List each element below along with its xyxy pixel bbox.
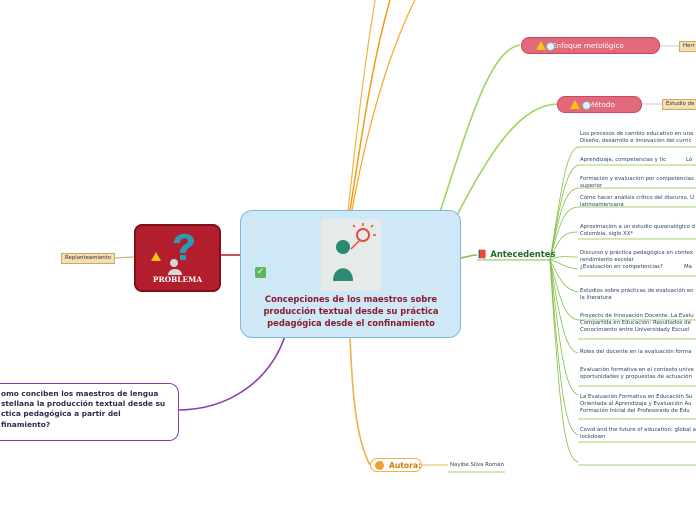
antecedente-5[interactable]: Aproximación a un estudio queanalógico d… bbox=[580, 224, 695, 237]
antecedente-8[interactable]: Proyecto de Innovación Docente: La Evalu… bbox=[580, 313, 694, 333]
enfoque-node[interactable]: Enfoque metológico bbox=[521, 37, 660, 54]
antecedentes-label: Antecedentes bbox=[490, 249, 556, 259]
autora-label: Autora: bbox=[389, 461, 422, 470]
antecedente-1[interactable]: Los procesos de cambio educativo en una … bbox=[580, 131, 694, 144]
antecedentes-node[interactable]: 📕 Antecedentes bbox=[477, 249, 555, 260]
antecedente-6[interactable]: Discurso y práctica pedagógica en contex… bbox=[580, 250, 694, 270]
problema-label: PROBLEMA bbox=[152, 275, 203, 284]
book-icon: 📕 bbox=[477, 249, 488, 259]
magnifier-icon bbox=[582, 101, 591, 110]
checkmark-icon: ✓ bbox=[255, 267, 266, 278]
autora-name[interactable]: Nayibe Silva Román bbox=[450, 462, 504, 468]
metodo-node[interactable]: Método bbox=[557, 96, 642, 113]
antecedente-9[interactable]: Roles del docente en la evaluación forma bbox=[580, 349, 692, 355]
central-topic[interactable]: Concepciones de los maestros sobre produ… bbox=[240, 210, 461, 338]
enfoque-label: Enfoque metológico bbox=[552, 41, 624, 50]
antecedente-11[interactable]: La Evaluación Formativa en Educación Su … bbox=[580, 394, 693, 414]
antecedente-2[interactable]: Aprendizaje, competencias y tic bbox=[580, 157, 667, 163]
research-question-node[interactable]: omo conciben los maestros de lengua stel… bbox=[0, 383, 179, 441]
warning-icon bbox=[570, 100, 580, 109]
antecedente-7[interactable]: Estudios sobre prácticas de evaluación e… bbox=[580, 288, 694, 301]
antecedente-2-tag: Ló bbox=[686, 157, 693, 163]
antecedente-12[interactable]: Covid and the future of education: globa… bbox=[580, 427, 696, 440]
research-question-text: omo conciben los maestros de lengua stel… bbox=[1, 389, 166, 429]
idea-person-image bbox=[321, 219, 381, 291]
question-person-icon bbox=[168, 233, 194, 275]
person-icon bbox=[375, 461, 384, 470]
metodo-tag[interactable]: Estudio de bbox=[662, 99, 696, 110]
replanteamiento-tag[interactable]: Replanteamiento bbox=[61, 253, 116, 264]
warning-icon bbox=[151, 252, 161, 261]
antecedente-4[interactable]: Cómo hacer análisis crítico del discurso… bbox=[580, 195, 695, 208]
warning-icon bbox=[536, 41, 546, 50]
autora-node[interactable]: Autora: bbox=[370, 458, 422, 472]
antecedente-6-tag: Ma bbox=[684, 264, 692, 270]
metodo-label: Método bbox=[588, 100, 615, 109]
central-title: Concepciones de los maestros sobre produ… bbox=[263, 294, 439, 328]
magnifier-icon bbox=[546, 42, 555, 51]
enfoque-tag[interactable]: Herr bbox=[679, 41, 696, 52]
antecedente-3[interactable]: Formación y evaluación por competencias … bbox=[580, 176, 694, 189]
antecedente-10[interactable]: Evaluación formativa en el contexto univ… bbox=[580, 367, 694, 380]
problema-node[interactable]: PROBLEMA bbox=[134, 224, 221, 292]
